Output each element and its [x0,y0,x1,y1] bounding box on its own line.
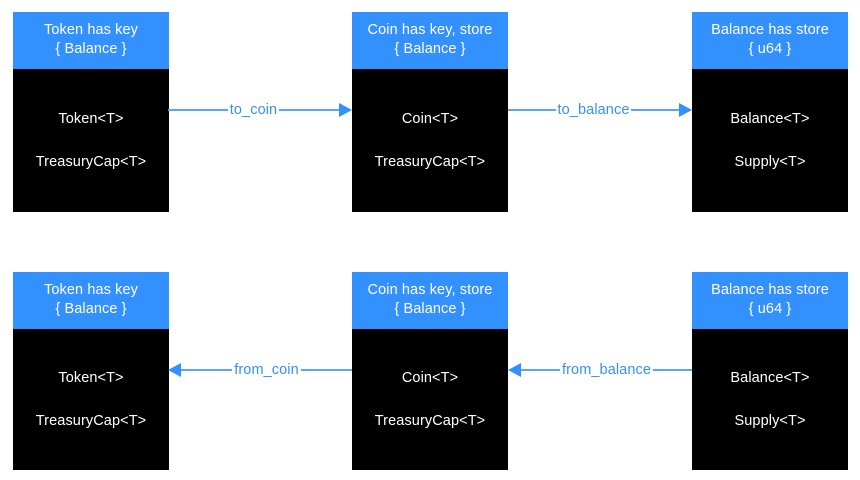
node-header-line2: { Balance } [394,301,466,317]
node-header-coin-bottom: Coin has key, store { Balance } [352,272,508,329]
node-body-line2: TreasuryCap<T> [374,412,486,429]
node-balance-bottom[interactable]: Balance has store { u64 } Balance<T> Sup… [692,272,848,470]
node-header-line1: Token has key [44,282,138,298]
edge-to-coin[interactable]: to_coin [168,97,352,123]
node-body-line1: Token<T> [58,110,124,127]
node-body-line1: Balance<T> [730,110,810,127]
edge-line-left [521,369,560,371]
edge-from-balance[interactable]: from_balance [508,357,692,383]
node-header-balance-top: Balance has store { u64 } [692,12,848,69]
node-token-bottom[interactable]: Token has key { Balance } Token<T> Treas… [13,272,169,470]
node-body-balance-bottom: Balance<T> Supply<T> [692,329,848,470]
node-balance-top[interactable]: Balance has store { u64 } Balance<T> Sup… [692,12,848,212]
arrow-head-left-icon [508,363,521,377]
node-body-token-top: Token<T> TreasuryCap<T> [13,69,169,212]
arrow-head-left-icon [168,363,181,377]
node-coin-bottom[interactable]: Coin has key, store { Balance } Coin<T> … [352,272,508,470]
edge-label-from-balance: from_balance [561,361,652,378]
edge-line-right [300,369,353,371]
node-header-line2: { Balance } [55,301,127,317]
node-body-line2: Supply<T> [734,412,806,429]
node-header-coin-top: Coin has key, store { Balance } [352,12,508,69]
edge-label-from-coin: from_coin [234,361,299,378]
node-body-coin-top: Coin<T> TreasuryCap<T> [352,69,508,212]
edge-label-to-coin: to_coin [229,101,278,118]
edge-line-left [181,369,233,371]
node-header-balance-bottom: Balance has store { u64 } [692,272,848,329]
node-header-line1: Coin has key, store [367,282,493,298]
node-body-line1: Balance<T> [730,369,810,386]
node-header-line1: Token has key [44,22,138,38]
node-body-line1: Coin<T> [401,369,459,386]
node-body-token-bottom: Token<T> TreasuryCap<T> [13,329,169,470]
edge-label-to-balance: to_balance [557,101,630,118]
edge-line-right [653,369,692,371]
node-header-line2: { u64 } [748,301,792,317]
edge-line-left [508,109,556,111]
node-coin-top[interactable]: Coin has key, store { Balance } Coin<T> … [352,12,508,212]
node-header-line2: { u64 } [748,41,792,57]
arrow-head-right-icon [679,103,693,117]
node-body-line2: TreasuryCap<T> [374,153,486,170]
node-body-line2: Supply<T> [734,153,806,170]
node-header-line2: { Balance } [55,41,127,57]
node-body-line1: Token<T> [58,369,124,386]
edge-line-right [279,109,339,111]
edge-line-left [168,109,228,111]
node-header-token-bottom: Token has key { Balance } [13,272,169,329]
node-header-line1: Coin has key, store [367,22,493,38]
node-header-line1: Balance has store [711,282,829,298]
node-header-token-top: Token has key { Balance } [13,12,169,69]
node-body-line2: TreasuryCap<T> [35,412,147,429]
node-header-line2: { Balance } [394,41,466,57]
node-body-coin-bottom: Coin<T> TreasuryCap<T> [352,329,508,470]
edge-line-right [631,109,680,111]
arrow-head-right-icon [339,103,352,117]
node-body-line1: Coin<T> [401,110,459,127]
node-body-line2: TreasuryCap<T> [35,153,147,170]
node-body-balance-top: Balance<T> Supply<T> [692,69,848,212]
node-token-top[interactable]: Token has key { Balance } Token<T> Treas… [13,12,169,212]
edge-to-balance[interactable]: to_balance [508,97,693,123]
node-header-line1: Balance has store [711,22,829,38]
edge-from-coin[interactable]: from_coin [168,357,353,383]
